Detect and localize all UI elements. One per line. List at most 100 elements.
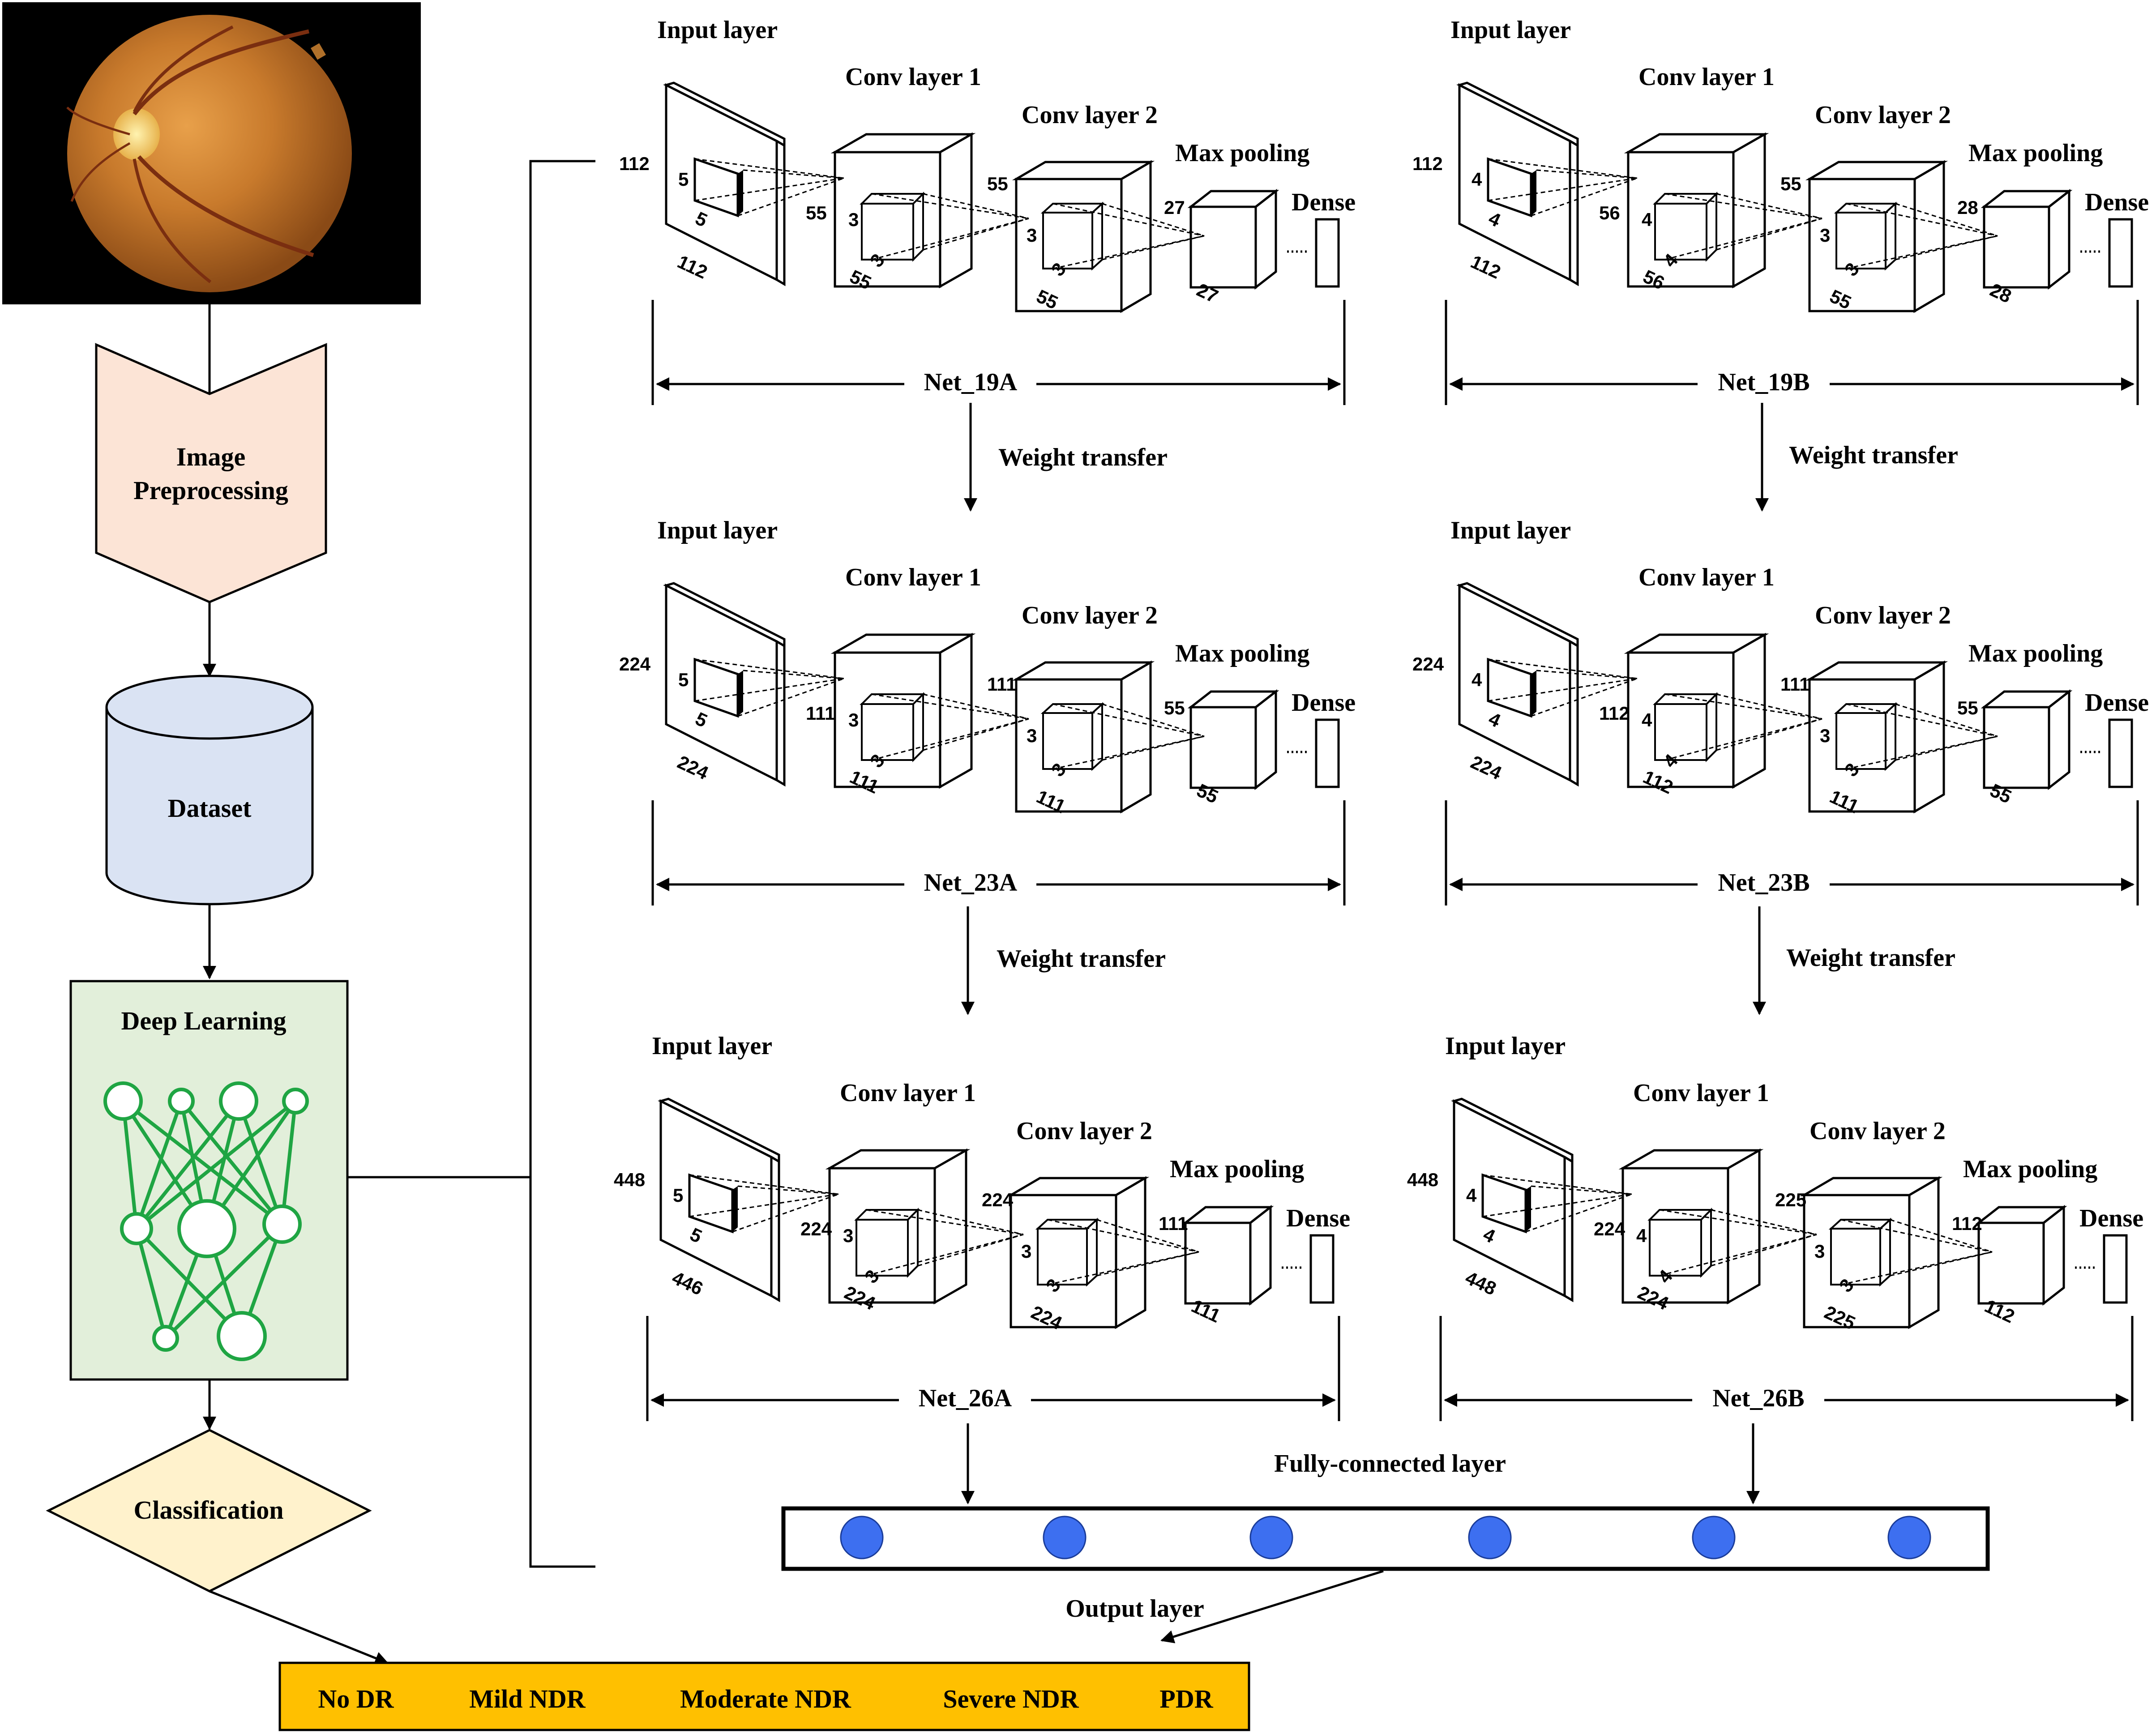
- conv1-label: Conv layer 1: [845, 63, 981, 91]
- input-size-label: 112: [619, 153, 650, 174]
- net-span-arrow: [1445, 800, 2139, 905]
- input-layer-label: Input layer: [1445, 1032, 1566, 1060]
- projection-lines: [694, 658, 1205, 770]
- conv1-size-label: 224: [800, 1218, 832, 1239]
- dense-label: Dense: [1292, 689, 1356, 717]
- dense-label: Dense: [2079, 1204, 2143, 1232]
- max-pooling-label: Max pooling: [1175, 640, 1309, 667]
- input-size-label: 112: [1412, 153, 1443, 174]
- fc-node: [840, 1516, 884, 1559]
- net-name-label: Net_26B: [1712, 1384, 1804, 1412]
- neural-network-icon: [103, 1081, 309, 1361]
- input-bottom-size-label: 224: [1467, 752, 1505, 784]
- dense-layer: [2108, 718, 2133, 788]
- projection-lines: [1482, 1174, 1993, 1286]
- conv2-kernel-size-label: 3: [1820, 225, 1830, 246]
- max-pool-volume: [1187, 689, 1279, 790]
- conv2-kernel-size-label: 3: [1814, 1241, 1825, 1262]
- net-span-arrow: [651, 800, 1346, 905]
- conv1-kernel-size-label: 3: [848, 709, 859, 730]
- conv1-label: Conv layer 1: [1633, 1079, 1769, 1107]
- fc-node: [1249, 1516, 1293, 1559]
- net-span-arrow: [1439, 1316, 2134, 1421]
- dense-layer: [2103, 1234, 2128, 1304]
- max-pool-volume: [1981, 188, 2073, 290]
- dense-label: Dense: [2085, 689, 2149, 717]
- input-kernel: [1481, 1173, 1531, 1234]
- max-pooling-label: Max pooling: [1170, 1155, 1304, 1183]
- fc-node: [1887, 1516, 1931, 1559]
- conv2-kernel: [1828, 1217, 1893, 1287]
- input-layer-label: Input layer: [657, 16, 778, 44]
- maxpool-size-label: 111: [1159, 1213, 1188, 1234]
- input-layer-label: Input layer: [1450, 16, 1571, 44]
- classification-label: Classification: [133, 1495, 283, 1525]
- input-bottom-size-label: 448: [1462, 1267, 1499, 1299]
- conv1-kernel: [854, 1208, 920, 1278]
- conv2-size-label: 55: [987, 173, 1008, 194]
- max-pool-volume: [1182, 1204, 1274, 1306]
- max-pooling-label: Max pooling: [1968, 640, 2103, 667]
- maxpool-size-label: 55: [1957, 697, 1978, 718]
- conv2-kernel: [1834, 201, 1898, 271]
- conv2-kernel: [1035, 1217, 1099, 1287]
- net-name-label: Net_23A: [924, 869, 1018, 897]
- input-size-label: 224: [1412, 653, 1444, 675]
- net-span-arrow: [1445, 300, 2139, 405]
- conv1-kernel: [860, 692, 925, 762]
- conv1-size-label: 224: [1594, 1218, 1626, 1239]
- dense-layer: [1309, 1234, 1335, 1304]
- weight-transfer-arrows: Weight transfer Weight transfer Weight t…: [961, 403, 1958, 1015]
- conv1-kernel-size-label: 4: [1642, 709, 1652, 730]
- preprocessing-label-line1: Image: [176, 442, 246, 471]
- max-pool-volume: [1981, 689, 2073, 790]
- input-size-label: 448: [614, 1169, 645, 1190]
- fc-node: [1692, 1516, 1736, 1559]
- conv2-label: Conv layer 2: [1022, 602, 1158, 629]
- class-mild-ndr: Mild NDR: [469, 1684, 586, 1713]
- output-layer-label: Output layer: [1065, 1595, 1204, 1623]
- image-preprocessing-block: Image Preprocessing: [95, 343, 327, 603]
- conv2-volume: [1012, 160, 1155, 313]
- weight-transfer-label-1: Weight transfer: [998, 444, 1168, 471]
- conv1-label: Conv layer 1: [1638, 63, 1775, 91]
- conv1-label: Conv layer 1: [845, 564, 981, 591]
- dense-label: Dense: [1286, 1204, 1350, 1232]
- projection-lines: [694, 158, 1205, 269]
- class-severe-ndr: Severe NDR: [943, 1684, 1079, 1713]
- dataset-cylinder: Dataset: [105, 675, 314, 905]
- conv2-kernel: [1834, 702, 1898, 771]
- input-kernel-size-label: 4: [1466, 1185, 1477, 1206]
- conv2-label: Conv layer 2: [1815, 602, 1951, 629]
- maxpool-size-label: 27: [1164, 197, 1185, 218]
- conv1-label: Conv layer 1: [840, 1079, 976, 1107]
- input-bottom-size-label: 112: [1467, 251, 1504, 283]
- maxpool-size-label: 28: [1957, 197, 1978, 218]
- fully-connected-layer: Fully-connected layer: [781, 1450, 1990, 1571]
- conv2-kernel-size-label: 3: [1021, 1241, 1031, 1262]
- conv1-size-label: 111: [806, 703, 835, 724]
- conv2-size-label: 55: [1780, 173, 1801, 194]
- classification-diamond: Classification: [46, 1429, 372, 1593]
- maxpool-size-label: 55: [1164, 697, 1185, 718]
- dataset-label: Dataset: [168, 794, 252, 823]
- fc-node: [1043, 1516, 1087, 1559]
- conv1-kernel-size-label: 4: [1636, 1225, 1647, 1246]
- conv1-size-label: 55: [806, 202, 827, 223]
- conv1-volume: [1624, 632, 1769, 789]
- weight-transfer-label-3: Weight transfer: [997, 945, 1166, 973]
- conv1-kernel-size-label: 4: [1642, 209, 1652, 230]
- input-kernel-size-label: 5: [678, 669, 689, 690]
- net-name-label: Net_26A: [919, 1384, 1012, 1412]
- input-layer-label: Input layer: [657, 517, 778, 544]
- input-kernel-size-label: 4: [1472, 669, 1482, 690]
- conv1-kernel-size-label: 3: [848, 209, 859, 230]
- conv2-label: Conv layer 2: [1810, 1117, 1946, 1145]
- dense-layer: [1315, 218, 1340, 288]
